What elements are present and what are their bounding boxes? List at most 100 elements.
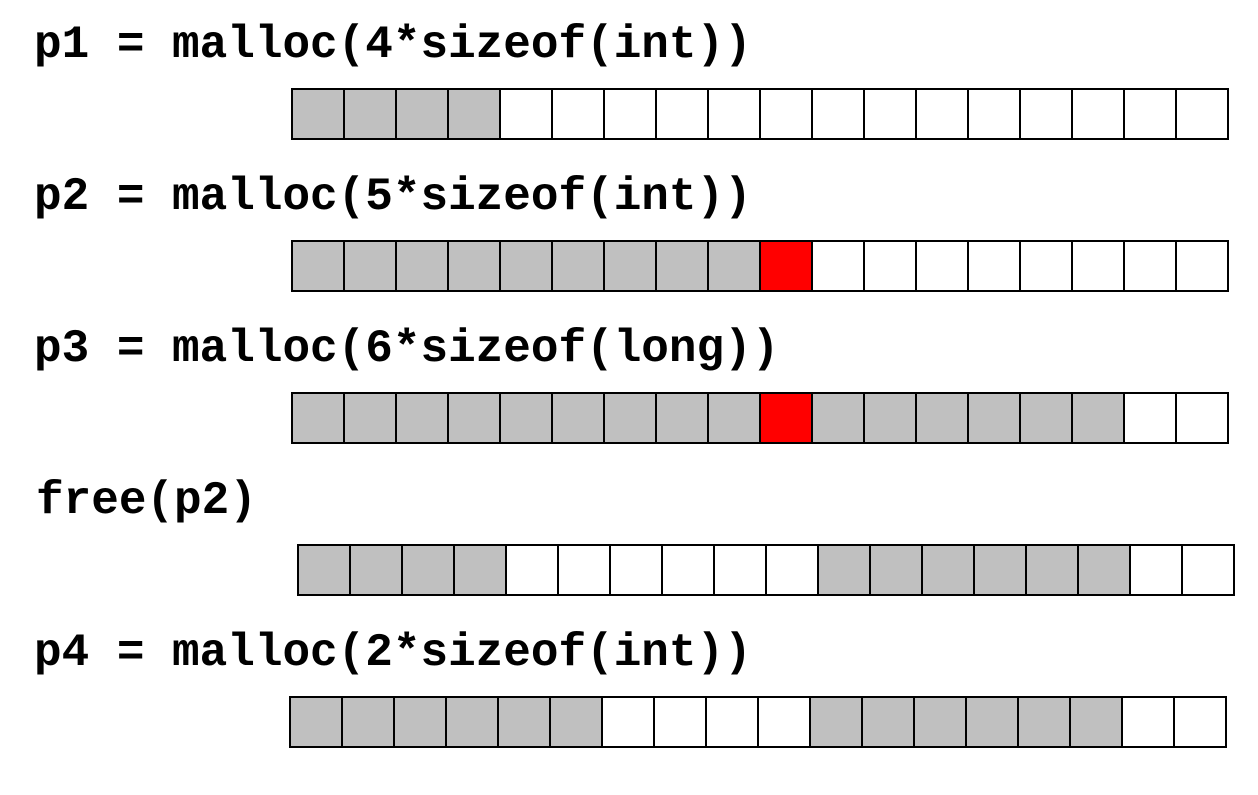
heap-block-row xyxy=(291,392,1229,444)
heap-cell-allocated xyxy=(969,392,1021,444)
heap-cell-free xyxy=(1177,240,1229,292)
heap-cell-allocated xyxy=(449,392,501,444)
heap-cell-free xyxy=(1125,240,1177,292)
heap-cell-allocated xyxy=(1019,696,1071,748)
heap-cell-allocated xyxy=(501,240,553,292)
heap-cell-allocated xyxy=(657,392,709,444)
heap-cell-allocated xyxy=(709,392,761,444)
heap-cell-free xyxy=(813,88,865,140)
heap-cell-allocated xyxy=(345,88,397,140)
heap-cell-allocated xyxy=(553,392,605,444)
heap-cell-allocated xyxy=(397,240,449,292)
heap-cell-free xyxy=(865,88,917,140)
heap-cell-free xyxy=(1021,88,1073,140)
heap-cell-free xyxy=(655,696,707,748)
heap-cell-allocated xyxy=(657,240,709,292)
heap-cell-allocated xyxy=(811,696,863,748)
heap-cell-free xyxy=(1021,240,1073,292)
heap-cell-free xyxy=(1073,240,1125,292)
heap-cell-free xyxy=(611,544,663,596)
heap-cell-allocated xyxy=(1073,392,1125,444)
heap-cell-free xyxy=(917,88,969,140)
heap-cell-allocated xyxy=(345,392,397,444)
heap-cell-free xyxy=(1177,392,1229,444)
heap-block-row xyxy=(297,544,1235,596)
heap-cell-allocated xyxy=(345,240,397,292)
heap-block-row xyxy=(289,696,1227,748)
heap-cell-allocated xyxy=(923,544,975,596)
heap-cell-allocated xyxy=(293,240,345,292)
heap-block-row xyxy=(291,240,1229,292)
heap-cell-free xyxy=(657,88,709,140)
heap-cell-allocated xyxy=(299,544,351,596)
heap-cell-free xyxy=(1175,696,1227,748)
heap-cell-free xyxy=(969,88,1021,140)
heap-cell-allocated xyxy=(291,696,343,748)
heap-cell-allocated xyxy=(915,696,967,748)
heap-cell-free xyxy=(1123,696,1175,748)
heap-cell-allocated xyxy=(819,544,871,596)
heap-cell-free xyxy=(1125,88,1177,140)
heap-cell-allocated xyxy=(397,88,449,140)
heap-cell-allocated xyxy=(403,544,455,596)
heap-cell-free xyxy=(559,544,611,596)
heap-cell-allocated xyxy=(351,544,403,596)
heap-cell-allocated xyxy=(1027,544,1079,596)
heap-cell-allocated xyxy=(967,696,1019,748)
heap-cell-allocated xyxy=(1021,392,1073,444)
heap-cell-free xyxy=(663,544,715,596)
heap-cell-free xyxy=(1073,88,1125,140)
heap-cell-allocated xyxy=(397,392,449,444)
heap-cell-padding xyxy=(761,240,813,292)
heap-cell-free xyxy=(709,88,761,140)
heap-cell-free xyxy=(1183,544,1235,596)
heap-cell-padding xyxy=(761,392,813,444)
heap-cell-free xyxy=(917,240,969,292)
heap-block-row xyxy=(291,88,1229,140)
step-code-label: p4 = malloc(2*sizeof(int)) xyxy=(34,627,752,679)
step-code-label: p3 = malloc(6*sizeof(long)) xyxy=(34,323,780,375)
heap-cell-free xyxy=(605,88,657,140)
heap-cell-allocated xyxy=(1079,544,1131,596)
step-code-label: free(p2) xyxy=(36,475,257,527)
heap-cell-allocated xyxy=(501,392,553,444)
heap-cell-free xyxy=(603,696,655,748)
heap-cell-free xyxy=(715,544,767,596)
heap-cell-allocated xyxy=(553,240,605,292)
heap-cell-allocated xyxy=(395,696,447,748)
heap-cell-allocated xyxy=(449,88,501,140)
heap-cell-free xyxy=(507,544,559,596)
heap-cell-free xyxy=(1131,544,1183,596)
heap-cell-free xyxy=(865,240,917,292)
heap-cell-allocated xyxy=(605,240,657,292)
heap-cell-allocated xyxy=(343,696,395,748)
heap-cell-free xyxy=(969,240,1021,292)
step-code-label: p2 = malloc(5*sizeof(int)) xyxy=(34,171,752,223)
heap-cell-allocated xyxy=(447,696,499,748)
heap-cell-free xyxy=(761,88,813,140)
heap-cell-allocated xyxy=(293,392,345,444)
heap-cell-free xyxy=(501,88,553,140)
heap-cell-allocated xyxy=(499,696,551,748)
heap-cell-free xyxy=(553,88,605,140)
heap-cell-free xyxy=(1177,88,1229,140)
heap-cell-allocated xyxy=(709,240,761,292)
heap-cell-allocated xyxy=(863,696,915,748)
heap-cell-allocated xyxy=(455,544,507,596)
heap-cell-allocated xyxy=(975,544,1027,596)
heap-cell-allocated xyxy=(865,392,917,444)
heap-cell-allocated xyxy=(293,88,345,140)
heap-cell-allocated xyxy=(551,696,603,748)
heap-cell-allocated xyxy=(605,392,657,444)
step-code-label: p1 = malloc(4*sizeof(int)) xyxy=(34,19,752,71)
heap-cell-free xyxy=(813,240,865,292)
heap-cell-free xyxy=(759,696,811,748)
heap-cell-allocated xyxy=(871,544,923,596)
heap-cell-allocated xyxy=(813,392,865,444)
heap-cell-free xyxy=(707,696,759,748)
heap-cell-free xyxy=(1125,392,1177,444)
heap-cell-free xyxy=(767,544,819,596)
heap-cell-allocated xyxy=(917,392,969,444)
heap-cell-allocated xyxy=(1071,696,1123,748)
heap-cell-allocated xyxy=(449,240,501,292)
